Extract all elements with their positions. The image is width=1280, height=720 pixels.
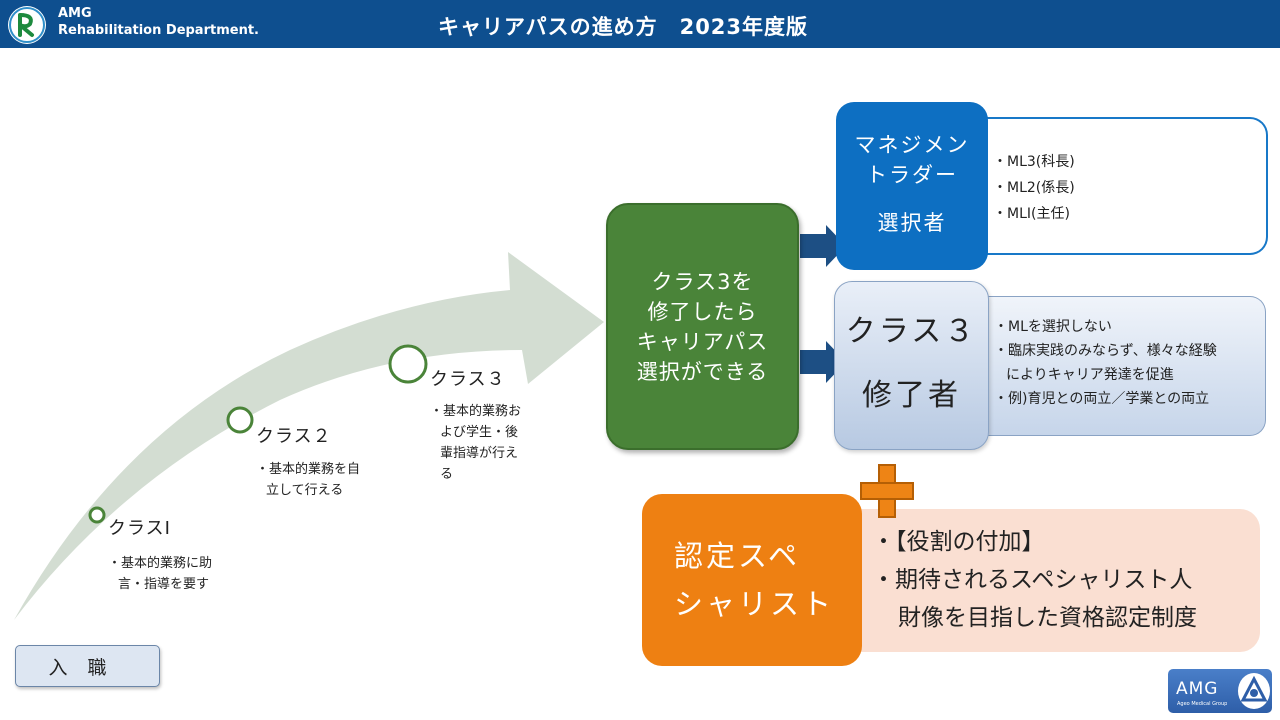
class3-desc-line2: よび学生・後 <box>440 425 519 440</box>
class2-label: クラス２ <box>256 426 332 447</box>
specialist-detail-box: ・【役割の付加】 ・期待されるスペシャリスト人 財像を目指した資格認定制度 <box>860 509 1260 652</box>
graduate-item3: ・例)育児との両立／学業との両立 <box>994 391 1210 407</box>
management-level-item: ・MLⅠ(主任) <box>993 206 1070 222</box>
graduate-line1: クラス３ <box>845 314 978 349</box>
badge-small-text: Ageo Medical Group <box>1177 701 1228 707</box>
career-choice-line1: クラス3を <box>651 269 754 294</box>
class1-desc-line1: ・基本的業務に助 <box>108 556 213 571</box>
class2-desc-line1: ・基本的業務を自 <box>256 462 361 477</box>
specialist-item2b: 財像を目指した資格認定制度 <box>898 605 1197 631</box>
class3-desc-line3: 輩指導が行え <box>440 446 519 461</box>
specialist-item1: ・【役割の付加】 <box>872 529 1045 555</box>
career-choice-box: クラス3を 修了したら キャリアパス 選択ができる <box>606 203 799 450</box>
class2-desc: ・基本的業務を自 立して行える <box>256 459 360 501</box>
management-leader-box: マネジメン トラダー 選択者 <box>836 102 988 270</box>
department-logo <box>8 6 46 44</box>
graduate-item2a: ・臨床実践のみならず、様々な経験 <box>994 343 1217 359</box>
amg-badge: AMG Ageo Medical Group <box>1168 669 1272 713</box>
class1-marker <box>88 506 106 524</box>
graduate-item2b: によりキャリア発達を促進 <box>1006 367 1174 383</box>
badge-emblem-icon <box>1238 673 1270 709</box>
class2-marker <box>226 406 254 434</box>
class3-label: クラス３ <box>430 369 506 390</box>
class3-desc-line1: ・基本的業務お <box>430 404 522 419</box>
class3-desc-line4: る <box>440 467 454 482</box>
career-choice-line4: 選択ができる <box>636 359 769 384</box>
class3-desc: ・基本的業務お よび学生・後 輩指導が行え る <box>430 401 521 485</box>
header-bar: AMG Rehabilitation Department. キャリアパスの進め… <box>0 0 1280 48</box>
specialist-line1: 認定スペ <box>674 539 800 573</box>
class1-label: クラスⅠ <box>108 518 171 539</box>
management-level-list: ・ML3(科長) ・ML2(係長) ・MLⅠ(主任) <box>985 117 1268 255</box>
management-line1: マネジメン <box>854 133 970 157</box>
management-line2: トラダー <box>866 163 958 187</box>
specialist-line2: シャリスト <box>674 587 835 621</box>
specialist-item2a: ・期待されるスペシャリスト人 <box>872 567 1193 593</box>
org-name: AMG Rehabilitation Department. <box>58 5 259 39</box>
class1-desc-line2: 言・指導を要す <box>118 577 210 592</box>
management-level-item: ・ML3(科長) <box>993 154 1075 170</box>
org-line1: AMG <box>58 6 92 21</box>
class1-desc: ・基本的業務に助 言・指導を要す <box>108 553 212 595</box>
badge-text: AMG <box>1176 679 1219 699</box>
management-line3: 選択者 <box>877 211 947 235</box>
graduate-item1: ・MLを選択しない <box>994 319 1112 335</box>
entry-label: 入職 <box>15 645 160 687</box>
career-choice-line3: キャリアパス <box>636 329 769 354</box>
plus-icon-bar <box>860 482 914 500</box>
class3-graduate-box: クラス３ 修了者 <box>834 281 989 450</box>
class3-marker <box>388 344 428 384</box>
management-level-item: ・ML2(係長) <box>993 180 1075 196</box>
page-title: キャリアパスの進め方 2023年度版 <box>438 15 809 39</box>
graduate-line2: 修了者 <box>862 378 961 413</box>
career-choice-line2: 修了したら <box>647 299 758 324</box>
certified-specialist-box: 認定スペ シャリスト <box>642 494 862 666</box>
org-line2: Rehabilitation Department. <box>58 23 259 38</box>
graduate-detail-list: ・MLを選択しない ・臨床実践のみならず、様々な経験 によりキャリア発達を促進 … <box>986 296 1266 436</box>
arrow-to-management <box>800 225 846 267</box>
class2-desc-line2: 立して行える <box>266 483 344 498</box>
